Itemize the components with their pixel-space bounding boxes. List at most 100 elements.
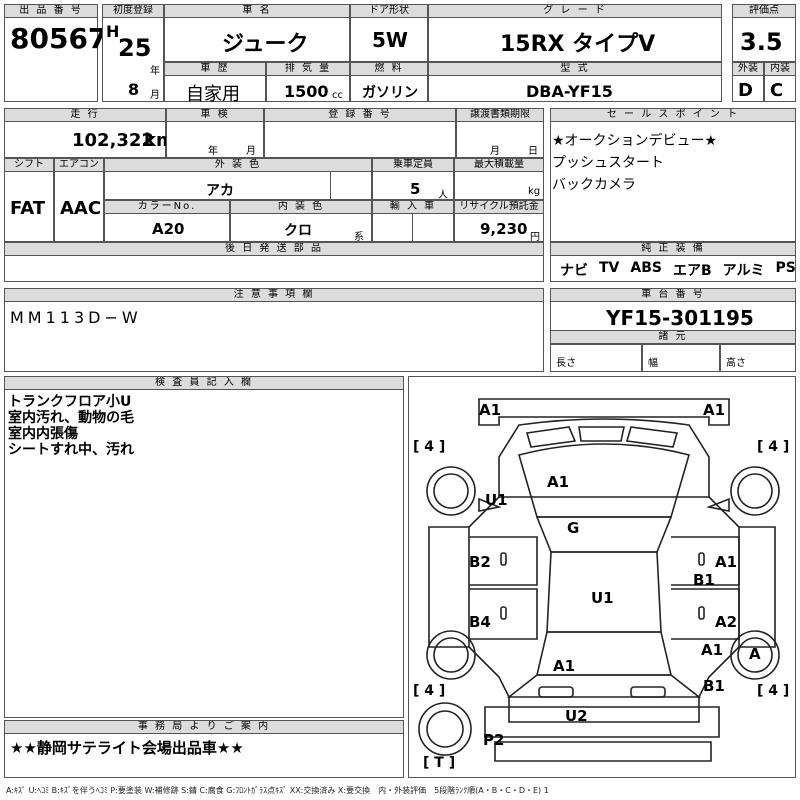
ac-label: エアコン bbox=[54, 158, 104, 172]
color-no-label: カラーNo. bbox=[104, 200, 230, 214]
inspector-note-2: 室内汚れ、動物の毛 bbox=[8, 410, 135, 426]
equipment-label: 純 正 装 備 bbox=[550, 242, 796, 256]
first-reg-label: 初度登録 bbox=[102, 4, 164, 18]
legend: A:ｷｽﾞ U:ﾍｺﾐ B:ｷｽﾞを伴うﾍｺﾐ P:要塗装 W:補修跡 S:錆 … bbox=[6, 786, 549, 795]
tire-rear-right: [ 4 ] bbox=[757, 683, 790, 699]
history: 自家用 bbox=[186, 84, 240, 105]
reg-no-label: 登 録 番 号 bbox=[264, 108, 456, 122]
tire-front-left: [ 4 ] bbox=[413, 439, 446, 455]
sales-points-list: ★オークションデビュー★ プッシュスタート バックカメラ bbox=[552, 130, 717, 196]
car-name: ジューク bbox=[222, 32, 309, 57]
tire-rear-right-value: 4 bbox=[768, 683, 779, 699]
tire-spare-value: T bbox=[434, 755, 444, 771]
shift-cell bbox=[4, 158, 54, 242]
interior-label: 内装 bbox=[764, 62, 796, 76]
persons-unit: 人 bbox=[438, 190, 448, 201]
recycle-label: リサイクル預託金 bbox=[454, 200, 544, 214]
damage-left-rear-door: B4 bbox=[469, 613, 491, 631]
damage-left-front-door: B2 bbox=[469, 553, 491, 571]
score-label: 評価点 bbox=[732, 4, 796, 18]
damage-right-rear-corner: B1 bbox=[703, 677, 725, 695]
ac: AAC bbox=[60, 198, 102, 219]
door-label: ドア形状 bbox=[350, 4, 428, 18]
car-outline bbox=[418, 398, 780, 762]
notes-text: MM113D−W bbox=[10, 308, 142, 327]
int-color: クロ bbox=[284, 223, 312, 239]
damage-hood: A1 bbox=[547, 473, 570, 491]
ac-cell bbox=[54, 158, 104, 242]
tire-rear-left-value: 4 bbox=[424, 683, 435, 699]
model-code: DBA-YF15 bbox=[526, 82, 613, 101]
equip-abs: ABS bbox=[630, 260, 662, 276]
recycle-fee: 9,230 bbox=[480, 220, 528, 238]
office-note: ★★静岡サテライト会場出品車★★ bbox=[10, 739, 244, 757]
grade: 15RX タイプV bbox=[500, 32, 656, 57]
dims-height-cell bbox=[720, 344, 796, 372]
tire-rear-left: [ 4 ] bbox=[413, 683, 446, 699]
shift: FAT bbox=[10, 198, 46, 219]
displacement: 1500 bbox=[284, 82, 329, 101]
damage-right-pillar: B1 bbox=[693, 571, 715, 589]
later-parts-label: 後 日 発 送 部 品 bbox=[4, 242, 544, 256]
inspection-label: 車 検 bbox=[166, 108, 264, 122]
score: 3.5 bbox=[740, 28, 783, 56]
inspector-note-1: トランクフロア小U bbox=[8, 394, 132, 410]
transfer-month-unit: 月 bbox=[490, 146, 500, 157]
damage-windshield: G bbox=[567, 519, 580, 537]
kei-unit: 系 bbox=[354, 232, 364, 243]
office-label: 事 務 局 よ り ご 案 内 bbox=[4, 720, 404, 734]
mileage-label: 走 行 bbox=[4, 108, 166, 122]
inspector-note-4: シートすれ中、汚れ bbox=[8, 442, 134, 458]
sales-points-label: セ ー ル ス ポ イ ン ト bbox=[550, 108, 796, 122]
damage-right-rear-fender: A1 bbox=[701, 641, 724, 659]
capacity: 5 bbox=[410, 180, 421, 198]
ext-color-divider bbox=[330, 172, 331, 200]
transfer-label: 譲渡書類期限 bbox=[456, 108, 544, 122]
sales-point-2: プッシュスタート bbox=[552, 155, 664, 171]
car-diagram: [ 4 ] [ 4 ] [ 4 ] [ 4 ] [ T ] A1 A1 A1 U… bbox=[408, 376, 796, 778]
damage-left-front-fender: U1 bbox=[485, 491, 508, 509]
mileage: 102,322 bbox=[72, 130, 154, 151]
inspector-cell bbox=[4, 376, 404, 718]
inspector-notes: トランクフロア小U 室内汚れ、動物の毛 室内内張傷 シートすれ中、汚れ bbox=[8, 394, 134, 458]
sales-point-3: バックカメラ bbox=[552, 177, 636, 193]
inspector-label: 検 査 員 記 入 欄 bbox=[4, 376, 404, 390]
ext-color: アカ bbox=[206, 183, 234, 199]
model-label: 型 式 bbox=[428, 62, 722, 76]
damage-right-rear-door: A2 bbox=[715, 613, 738, 631]
equip-airbag: エアB bbox=[672, 263, 712, 279]
dims-length-cell bbox=[550, 344, 642, 372]
inspector-note-3: 室内内張傷 bbox=[8, 426, 78, 442]
exterior-label: 外装 bbox=[732, 62, 764, 76]
history-label: 車 歴 bbox=[164, 62, 266, 76]
inspection-year-unit: 年 bbox=[208, 146, 218, 157]
shift-label: シフト bbox=[4, 158, 54, 172]
transfer-day-unit: 日 bbox=[528, 146, 538, 157]
era: H bbox=[106, 22, 120, 41]
fuel: ガソリン bbox=[362, 85, 418, 101]
damage-right-front-door: A1 bbox=[715, 553, 738, 571]
sales-point-1: ★オークションデビュー★ bbox=[552, 133, 718, 149]
length-label: 長さ bbox=[556, 358, 576, 369]
damage-right-rear-wheel: A bbox=[749, 645, 761, 663]
notes-label: 注 意 事 項 欄 bbox=[4, 288, 544, 302]
int-color-label: 内 装 色 bbox=[230, 200, 372, 214]
dims-width-cell bbox=[642, 344, 720, 372]
grade-label: グ レ ー ド bbox=[428, 4, 722, 18]
lot-no-label: 出 品 番 号 bbox=[4, 4, 98, 18]
fuel-label: 燃 料 bbox=[350, 62, 428, 76]
equipment-list: ナビ TV ABS エアB アルミ PS PW bbox=[560, 260, 800, 280]
chassis-no: YF15-301195 bbox=[606, 306, 754, 330]
damage-front-left-corner: A1 bbox=[479, 401, 502, 419]
exterior-grade: D bbox=[738, 80, 753, 101]
notes-cell bbox=[4, 288, 544, 372]
tire-front-right: [ 4 ] bbox=[757, 439, 790, 455]
month-unit: 月 bbox=[150, 90, 160, 101]
door-type: 5W bbox=[372, 28, 408, 52]
equip-tv: TV bbox=[599, 260, 620, 276]
import-divider bbox=[412, 214, 413, 242]
cc-unit: cc bbox=[332, 90, 343, 101]
lot-number: 80567 bbox=[10, 22, 108, 55]
interior-grade: C bbox=[770, 80, 784, 101]
lot-no-cell bbox=[4, 4, 98, 102]
